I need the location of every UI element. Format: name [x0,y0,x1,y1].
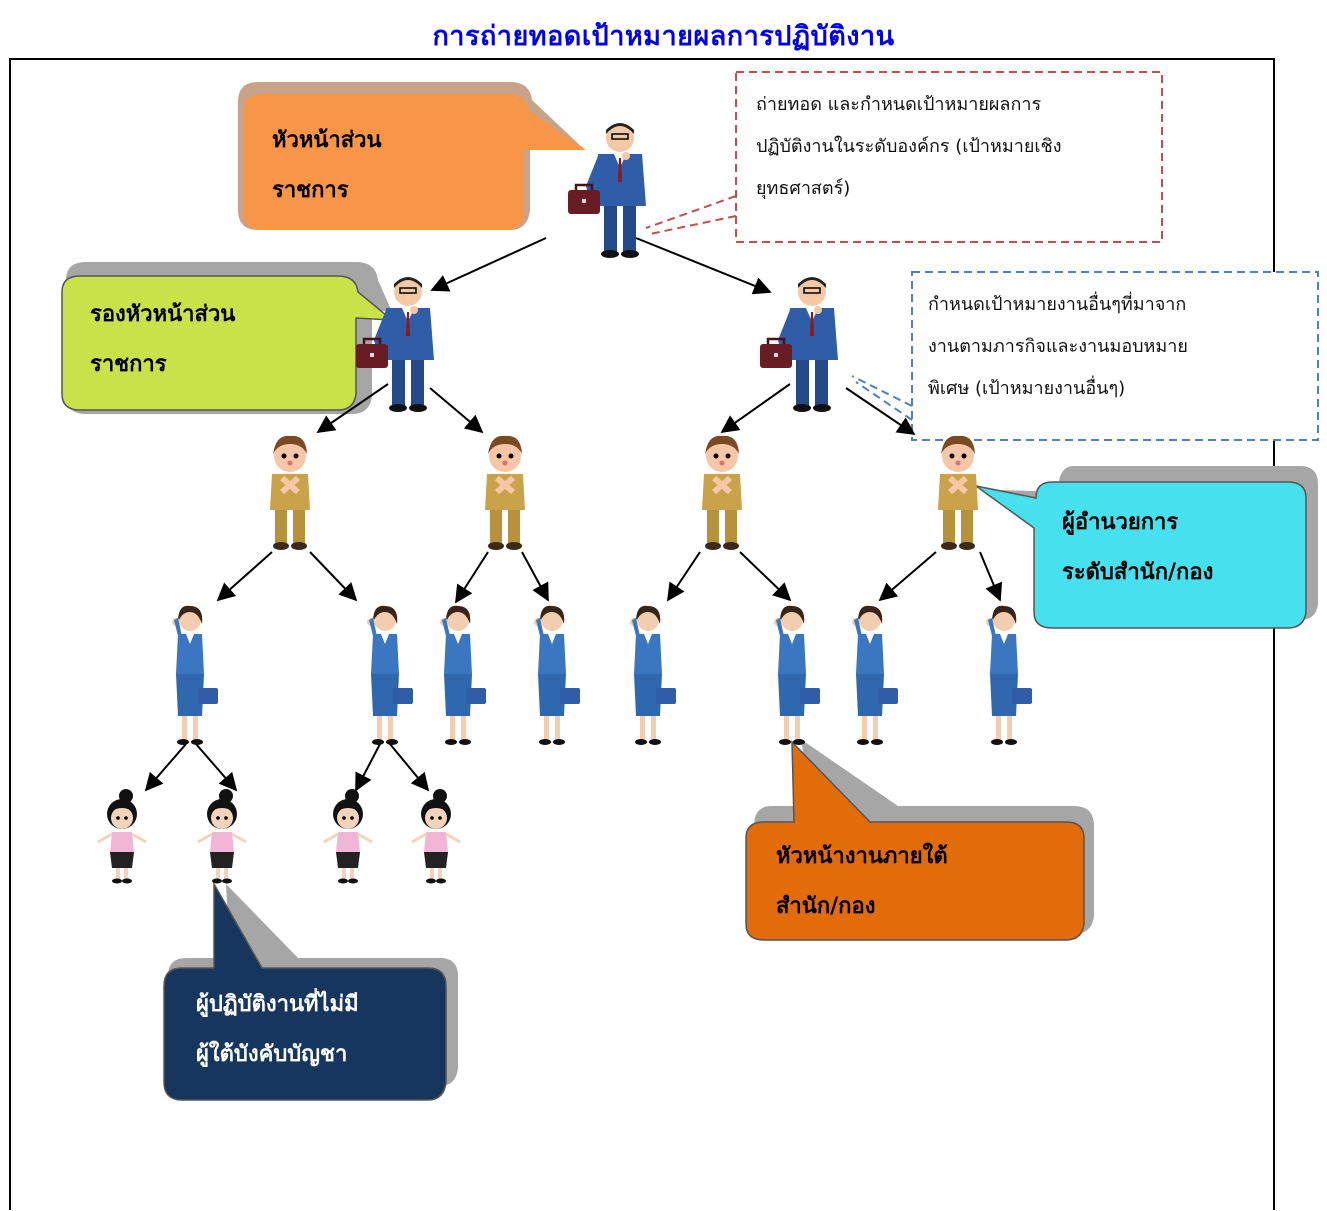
staff-figure-2 [196,787,248,885]
director-bubble-text: ผู้อำนวยการ ระดับสำนัก/กอง [1062,498,1213,598]
director-figure-4 [938,436,978,550]
section-head-figure-7 [852,605,898,745]
head-bubble-text: หัวหน้าส่วน ราชการ [272,116,382,216]
head-label-line2: ราชการ [272,178,349,203]
deputy-bubble-text: รองหัวหน้าส่วน ราชการ [90,290,235,390]
director-label-line1: ผู้อำนวยการ [1062,510,1179,535]
section-head-bubble-text: หัวหน้างานภายใต้ สำนัก/กอง [776,832,948,932]
head-label-line1: หัวหน้าส่วน [272,128,382,153]
staff-bubble-text: ผู้ปฏิบัติงานที่ไม่มี ผู้ใต้บังคับบัญชา [196,980,359,1080]
strategic-note [645,71,1163,243]
staff-figure-3 [322,787,374,885]
diagram-title: การถ่ายทอดเป้าหมายผลการปฏิบัติงาน [432,21,895,52]
deputy-label-line2: ราชการ [90,352,167,377]
diagram-frame [9,58,1275,1210]
director-figure-3 [702,436,742,550]
director-figure-1 [270,436,310,550]
section-head-figure-1 [172,605,218,745]
hierarchy-arrows [144,237,1003,792]
section-head-figure-4 [534,605,580,745]
section-head-label-line2: สำนัก/กอง [776,894,876,919]
section-head-bubble [745,740,1094,941]
strategic-note-text: ถ่ายทอด และกำหนดเป้าหมายผลการ ปฏิบัติงาน… [756,84,1062,210]
strategic-note-line1: ถ่ายทอด และกำหนดเป้าหมายผลการ [756,94,1042,115]
staff-label-line1: ผู้ปฏิบัติงานที่ไม่มี [196,992,359,1017]
other-note-line1: กำหนดเป้าหมายงานอื่นๆที่มาจาก [928,294,1187,315]
other-note-line2: งานตามภารกิจและงานมอบหมาย [928,336,1188,357]
staff-figure-1 [96,787,148,885]
section-head-label-line1: หัวหน้างานภายใต้ [776,844,948,869]
director-bubble [975,466,1318,629]
staff-figure-4 [410,787,462,885]
section-head-figure-2 [367,605,413,745]
head-bubble [238,82,586,230]
other-note-text: กำหนดเป้าหมายงานอื่นๆที่มาจาก งานตามภารก… [928,284,1188,410]
strategic-note-line3: ยุทธศาสตร์) [756,178,851,199]
strategic-note-line2: ปฏิบัติงานในระดับองค์กร (เป้าหมายเชิง [756,136,1062,157]
section-head-figure-5 [630,605,676,745]
deputy-bubble [61,262,395,414]
head-figure [566,121,648,260]
staff-label-line2: ผู้ใต้บังคับบัญชา [196,1042,348,1067]
other-note [851,271,1319,441]
deputy-label-line1: รองหัวหน้าส่วน [90,302,236,327]
other-note-line3: พิเศษ (เป้าหมายงานอื่นๆ) [928,378,1126,399]
director-figure-2 [485,436,525,550]
staff-bubble [163,881,458,1101]
section-head-figure-6 [774,605,820,745]
section-head-figure-3 [440,605,486,745]
director-label-line2: ระดับสำนัก/กอง [1062,560,1214,585]
deputy-figure-right [758,275,840,414]
section-head-figure-8 [986,605,1032,745]
